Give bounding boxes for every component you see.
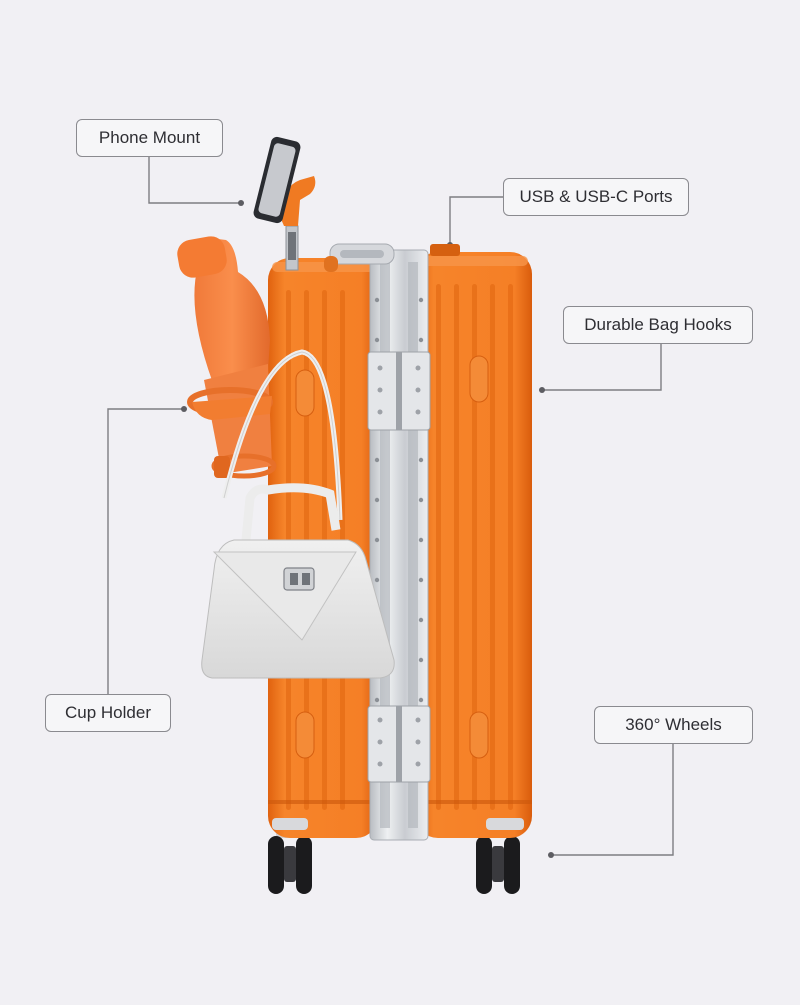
top-handle-icon [324,243,395,272]
bag-hooks-pointer [539,344,662,393]
cup-holder [177,236,277,479]
callout-bag-hooks: Durable Bag Hooks [563,306,753,344]
usb-pointer [447,196,503,248]
bottle-cap-icon [177,236,227,278]
usb-port-icon [430,244,460,256]
callout-phone-mount: Phone Mount [76,119,223,157]
phone-mount-pointer [148,157,244,206]
callout-cup-holder: Cup Holder [45,694,171,732]
callout-wheels: 360° Wheels [594,706,753,744]
wheels-pointer [548,744,674,858]
cup-holder-pointer [107,406,187,694]
callout-usb-ports: USB & USB-C Ports [503,178,689,216]
phone-mount [253,136,316,271]
handbag [201,349,395,679]
